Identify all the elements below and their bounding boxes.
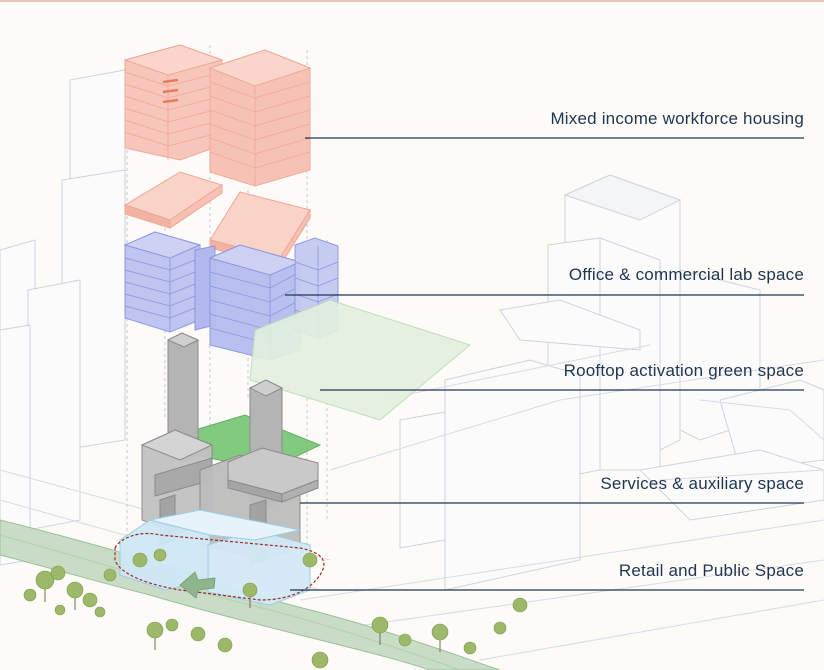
leader-lines	[285, 137, 804, 591]
label-retail: Retail and Public Space	[618, 561, 804, 580]
housing-layer	[123, 44, 312, 268]
label-housing: Mixed income workforce housing	[550, 109, 804, 128]
label-services: Services & auxiliary space	[600, 474, 804, 493]
label-rooftop: Rooftop activation green space	[563, 361, 804, 380]
trees	[23, 548, 528, 669]
label-office: Office & commercial lab space	[568, 265, 804, 284]
tree-trunks	[44, 589, 441, 652]
